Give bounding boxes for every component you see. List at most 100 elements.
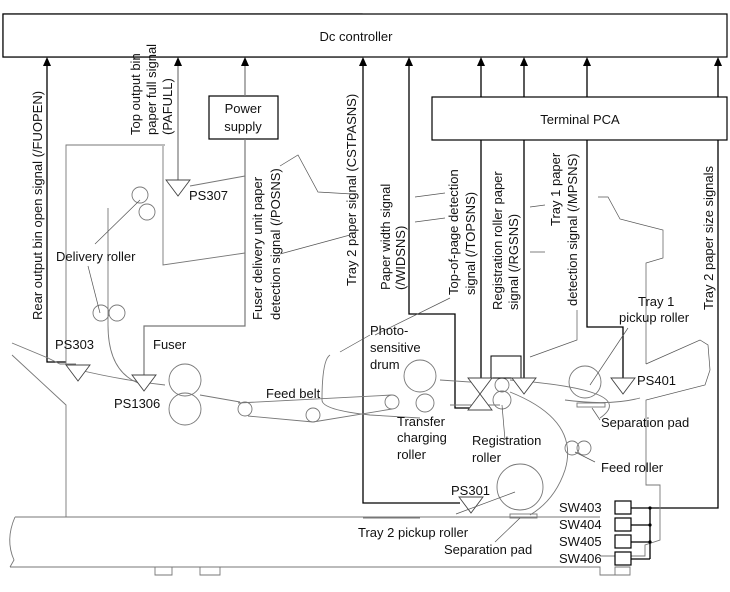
terminal-pca-box <box>431 96 728 141</box>
label-topsns-1: Top-of-page detection <box>446 169 461 295</box>
label-topsns-2: signal (/TOPSNS) <box>463 192 478 295</box>
separation-pad-tray1 <box>576 402 606 408</box>
label-ps1306: PS1306 <box>114 396 160 411</box>
lead-photo-drum <box>339 334 371 353</box>
label-sw404: SW404 <box>559 517 602 532</box>
label-widsns-1: Paper width signal <box>378 184 393 290</box>
tray1-pickup-roller <box>568 365 602 399</box>
label-ps301: PS301 <box>451 483 490 498</box>
sensor-ps307 <box>165 179 191 197</box>
separation-pad-tray2 <box>509 513 538 519</box>
feed-belt-roller-3 <box>384 394 400 410</box>
label-photo-drum-2: sensitive <box>370 340 421 355</box>
arrow-rgsns <box>520 57 528 66</box>
housing-lines-4 <box>529 204 546 253</box>
label-pafull-2: paper full signal <box>144 44 159 135</box>
lead-separation-pad-tray1 <box>591 407 601 421</box>
label-feed-roller: Feed roller <box>601 460 664 475</box>
junction-3 <box>648 540 652 544</box>
delivery-roller-upper-1 <box>131 186 149 204</box>
label-widsns-2: (/WIDSNS) <box>393 226 408 290</box>
label-delivery-roller: Delivery roller <box>56 249 136 264</box>
delivery-roller-lower-1 <box>92 304 110 322</box>
switch-bus <box>631 507 651 560</box>
sensor-rgsns <box>511 377 537 395</box>
power-supply-box <box>208 95 279 140</box>
feed-belt <box>199 394 393 423</box>
registration-sensor-box <box>490 355 522 379</box>
label-registration-1: Registration <box>472 433 541 448</box>
feed-belt-roller-2 <box>305 407 321 423</box>
label-ps303: PS303 <box>55 337 94 352</box>
tray1-paper-path <box>509 379 641 419</box>
label-posns-1: Fuser delivery unit paper <box>250 176 265 320</box>
label-fuser: Fuser <box>153 337 187 352</box>
tray2-break-left <box>9 516 16 568</box>
tray2-base <box>10 516 631 576</box>
tray2-paper-path <box>509 391 569 516</box>
label-transfer-3: roller <box>397 447 427 462</box>
sensor-ps401 <box>610 377 636 395</box>
arrow-topsns <box>477 57 485 66</box>
power-supply-label-line2: supply <box>224 119 262 134</box>
frame-rear-bin-left <box>65 144 165 365</box>
label-rgsns-1: Registration roller paper <box>490 171 505 310</box>
label-ps307: PS307 <box>189 188 228 203</box>
fuser-roller-upper <box>168 363 202 397</box>
dc-controller-label: Dc controller <box>320 29 394 44</box>
transfer-charging-roller <box>415 393 435 413</box>
signal-line-mpsns <box>586 63 624 378</box>
label-tray2-pickup: Tray 2 pickup roller <box>358 525 469 540</box>
label-cstpasns: Tray 2 paper signal (CSTPASNS) <box>344 94 359 286</box>
fuser-roller-lower <box>168 392 202 426</box>
arrow-mpsns <box>583 57 591 66</box>
rear-exit-upper <box>11 342 76 365</box>
housing-lines-3 <box>414 192 446 223</box>
sensor-ps1306 <box>131 374 157 392</box>
tray2-pickup-roller <box>496 463 544 511</box>
arrow-pafull <box>174 57 182 66</box>
terminal-pca-label: Terminal PCA <box>540 112 620 127</box>
lead-tray2-pickup <box>455 491 516 515</box>
frame-ps307-lead <box>189 175 246 187</box>
label-tray1-pickup-2: pickup roller <box>619 310 690 325</box>
label-tray2-size: Tray 2 paper size signals <box>701 165 716 310</box>
tray1-housing <box>645 339 711 440</box>
frame-delivery-path <box>107 208 145 386</box>
arrow-tray2-size <box>714 57 722 66</box>
signal-line-cstpasns <box>362 63 460 504</box>
rear-exit-lower <box>11 354 67 517</box>
label-tray1-pickup-1: Tray 1 <box>638 294 674 309</box>
lead-rgsns-box <box>529 310 578 358</box>
housing-line-2 <box>279 234 351 255</box>
lead-delivery-roller-lower <box>87 265 101 314</box>
label-rgsns-2: signal (/RGSNS) <box>506 214 521 310</box>
switch-sw404 <box>614 517 632 532</box>
switch-sw405 <box>614 534 632 549</box>
frame-top-bin-box <box>162 146 246 266</box>
label-sw406: SW406 <box>559 551 602 566</box>
label-pafull-1: Top output bin <box>128 53 143 135</box>
dc-controller-box <box>2 13 728 58</box>
power-supply-block: Power supply <box>208 95 279 140</box>
label-feed-belt: Feed belt <box>266 386 321 401</box>
label-photo-drum-1: Photo- <box>370 323 408 338</box>
junction-2 <box>648 523 652 527</box>
sensor-ps301 <box>458 496 484 514</box>
sensor-topsns-upper <box>467 377 493 395</box>
label-sw405: SW405 <box>559 534 602 549</box>
lead-registration-roller <box>501 404 506 441</box>
label-sw403: SW403 <box>559 500 602 515</box>
terminal-pca-block: Terminal PCA <box>431 96 728 141</box>
drum-area-path <box>321 354 500 519</box>
signal-line-posns <box>143 63 246 375</box>
lead-separation-pad-tray2 <box>494 517 521 543</box>
housing-zigzag-1 <box>279 154 353 195</box>
arrow-fuopen <box>43 57 51 66</box>
arrow-power-supply <box>241 57 249 66</box>
label-mpsns-1: Tray 1 paper <box>548 152 563 226</box>
sensor-topsns-lower <box>467 393 493 411</box>
frame-right-lower <box>600 440 661 557</box>
tray2-size-switches: SW403 SW404 SW405 SW406 <box>559 500 652 566</box>
